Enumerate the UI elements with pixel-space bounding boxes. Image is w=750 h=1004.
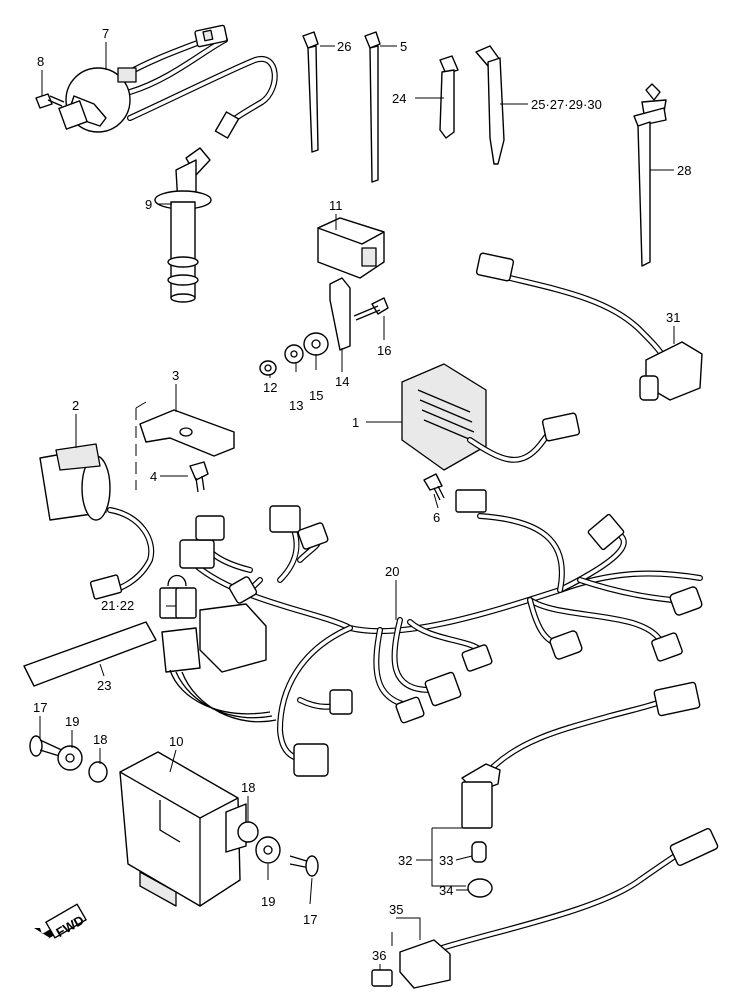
spark-plug-cap-part: [154, 147, 212, 303]
washer-13-part: [284, 344, 304, 364]
callout-11: 11: [329, 198, 343, 213]
connector-21-22-part: [159, 574, 197, 619]
cable-tie-26-part: [302, 31, 319, 153]
cushion-15-part: [303, 332, 329, 356]
callout-28: 28: [677, 163, 691, 178]
callout-7: 7: [102, 26, 109, 41]
callout-16: 16: [377, 343, 391, 358]
sub-harness-35-part: [399, 828, 719, 989]
callout-31: 31: [666, 310, 680, 325]
callout-20: 20: [385, 564, 399, 579]
bolt-part: [35, 93, 65, 109]
callout-35: 35: [389, 902, 403, 917]
callout-18-left: 18: [93, 732, 107, 747]
bolt-17-right-part: [289, 855, 319, 877]
lead-wire-32-part: [461, 681, 701, 829]
callout-6: 6: [433, 510, 440, 525]
bolt-16-part: [353, 297, 389, 321]
forward-direction-marker: FWD: [34, 903, 87, 940]
bolt-6-part: [423, 473, 445, 501]
callout-34: 34: [439, 883, 453, 898]
callout-24: 24: [392, 91, 406, 106]
callout-21-22: 21·22: [101, 598, 134, 613]
condenser-2-part: [39, 443, 155, 600]
callout-19-right: 19: [261, 894, 275, 909]
callout-15: 15: [309, 388, 323, 403]
callout-36: 36: [372, 948, 386, 963]
callout-4: 4: [150, 469, 157, 484]
callout-17-left: 17: [33, 700, 47, 715]
callout-18-right: 18: [241, 780, 255, 795]
bolt-4-part: [189, 461, 209, 493]
callout-8: 8: [37, 54, 44, 69]
pad-23-part: [23, 621, 157, 687]
callout-33: 33: [439, 853, 453, 868]
sensor-31-part: [475, 252, 703, 401]
callout-19-left: 19: [65, 714, 79, 729]
regulator-rectifier-part: [401, 363, 581, 471]
ignition-coil-part: [58, 24, 278, 139]
callout-9: 9: [145, 197, 152, 212]
callout-1: 1: [352, 415, 359, 430]
cable-tie-5-part: [364, 31, 381, 183]
callout-12: 12: [263, 380, 277, 395]
callout-labels: 8 7 26 5 24 25·27·29·30 28 9 11 31 16 12…: [33, 26, 691, 963]
clamp-28-part: [633, 83, 667, 267]
grommet-34-part: [467, 878, 493, 898]
callout-2: 2: [72, 398, 79, 413]
clamp-25-part: [475, 45, 505, 165]
callout-26: 26: [337, 39, 351, 54]
leader-lines: [39, 42, 675, 970]
grommet-19-right-part: [255, 836, 281, 864]
collar-18-right-part: [237, 821, 259, 843]
ecm-10-part: [119, 751, 247, 907]
bulb-33-part: [471, 841, 487, 863]
nut-12-part: [259, 360, 277, 376]
wiring-harness-part: [161, 489, 703, 777]
fuse-36-part: [371, 969, 393, 987]
callout-5: 5: [400, 39, 407, 54]
bracket-3-part: [135, 401, 235, 490]
callout-13: 13: [289, 398, 303, 413]
callout-17-right: 17: [303, 912, 317, 927]
callout-23: 23: [97, 678, 111, 693]
callout-10: 10: [169, 734, 183, 749]
callout-3: 3: [172, 368, 179, 383]
relay-part: [317, 217, 385, 351]
grommet-19-left-part: [57, 745, 83, 771]
clamp-24-part: [439, 55, 459, 139]
callout-25-27-29-30: 25·27·29·30: [531, 97, 602, 112]
collar-18-left-part: [88, 761, 108, 783]
callout-14: 14: [335, 374, 349, 389]
callout-32: 32: [398, 853, 412, 868]
